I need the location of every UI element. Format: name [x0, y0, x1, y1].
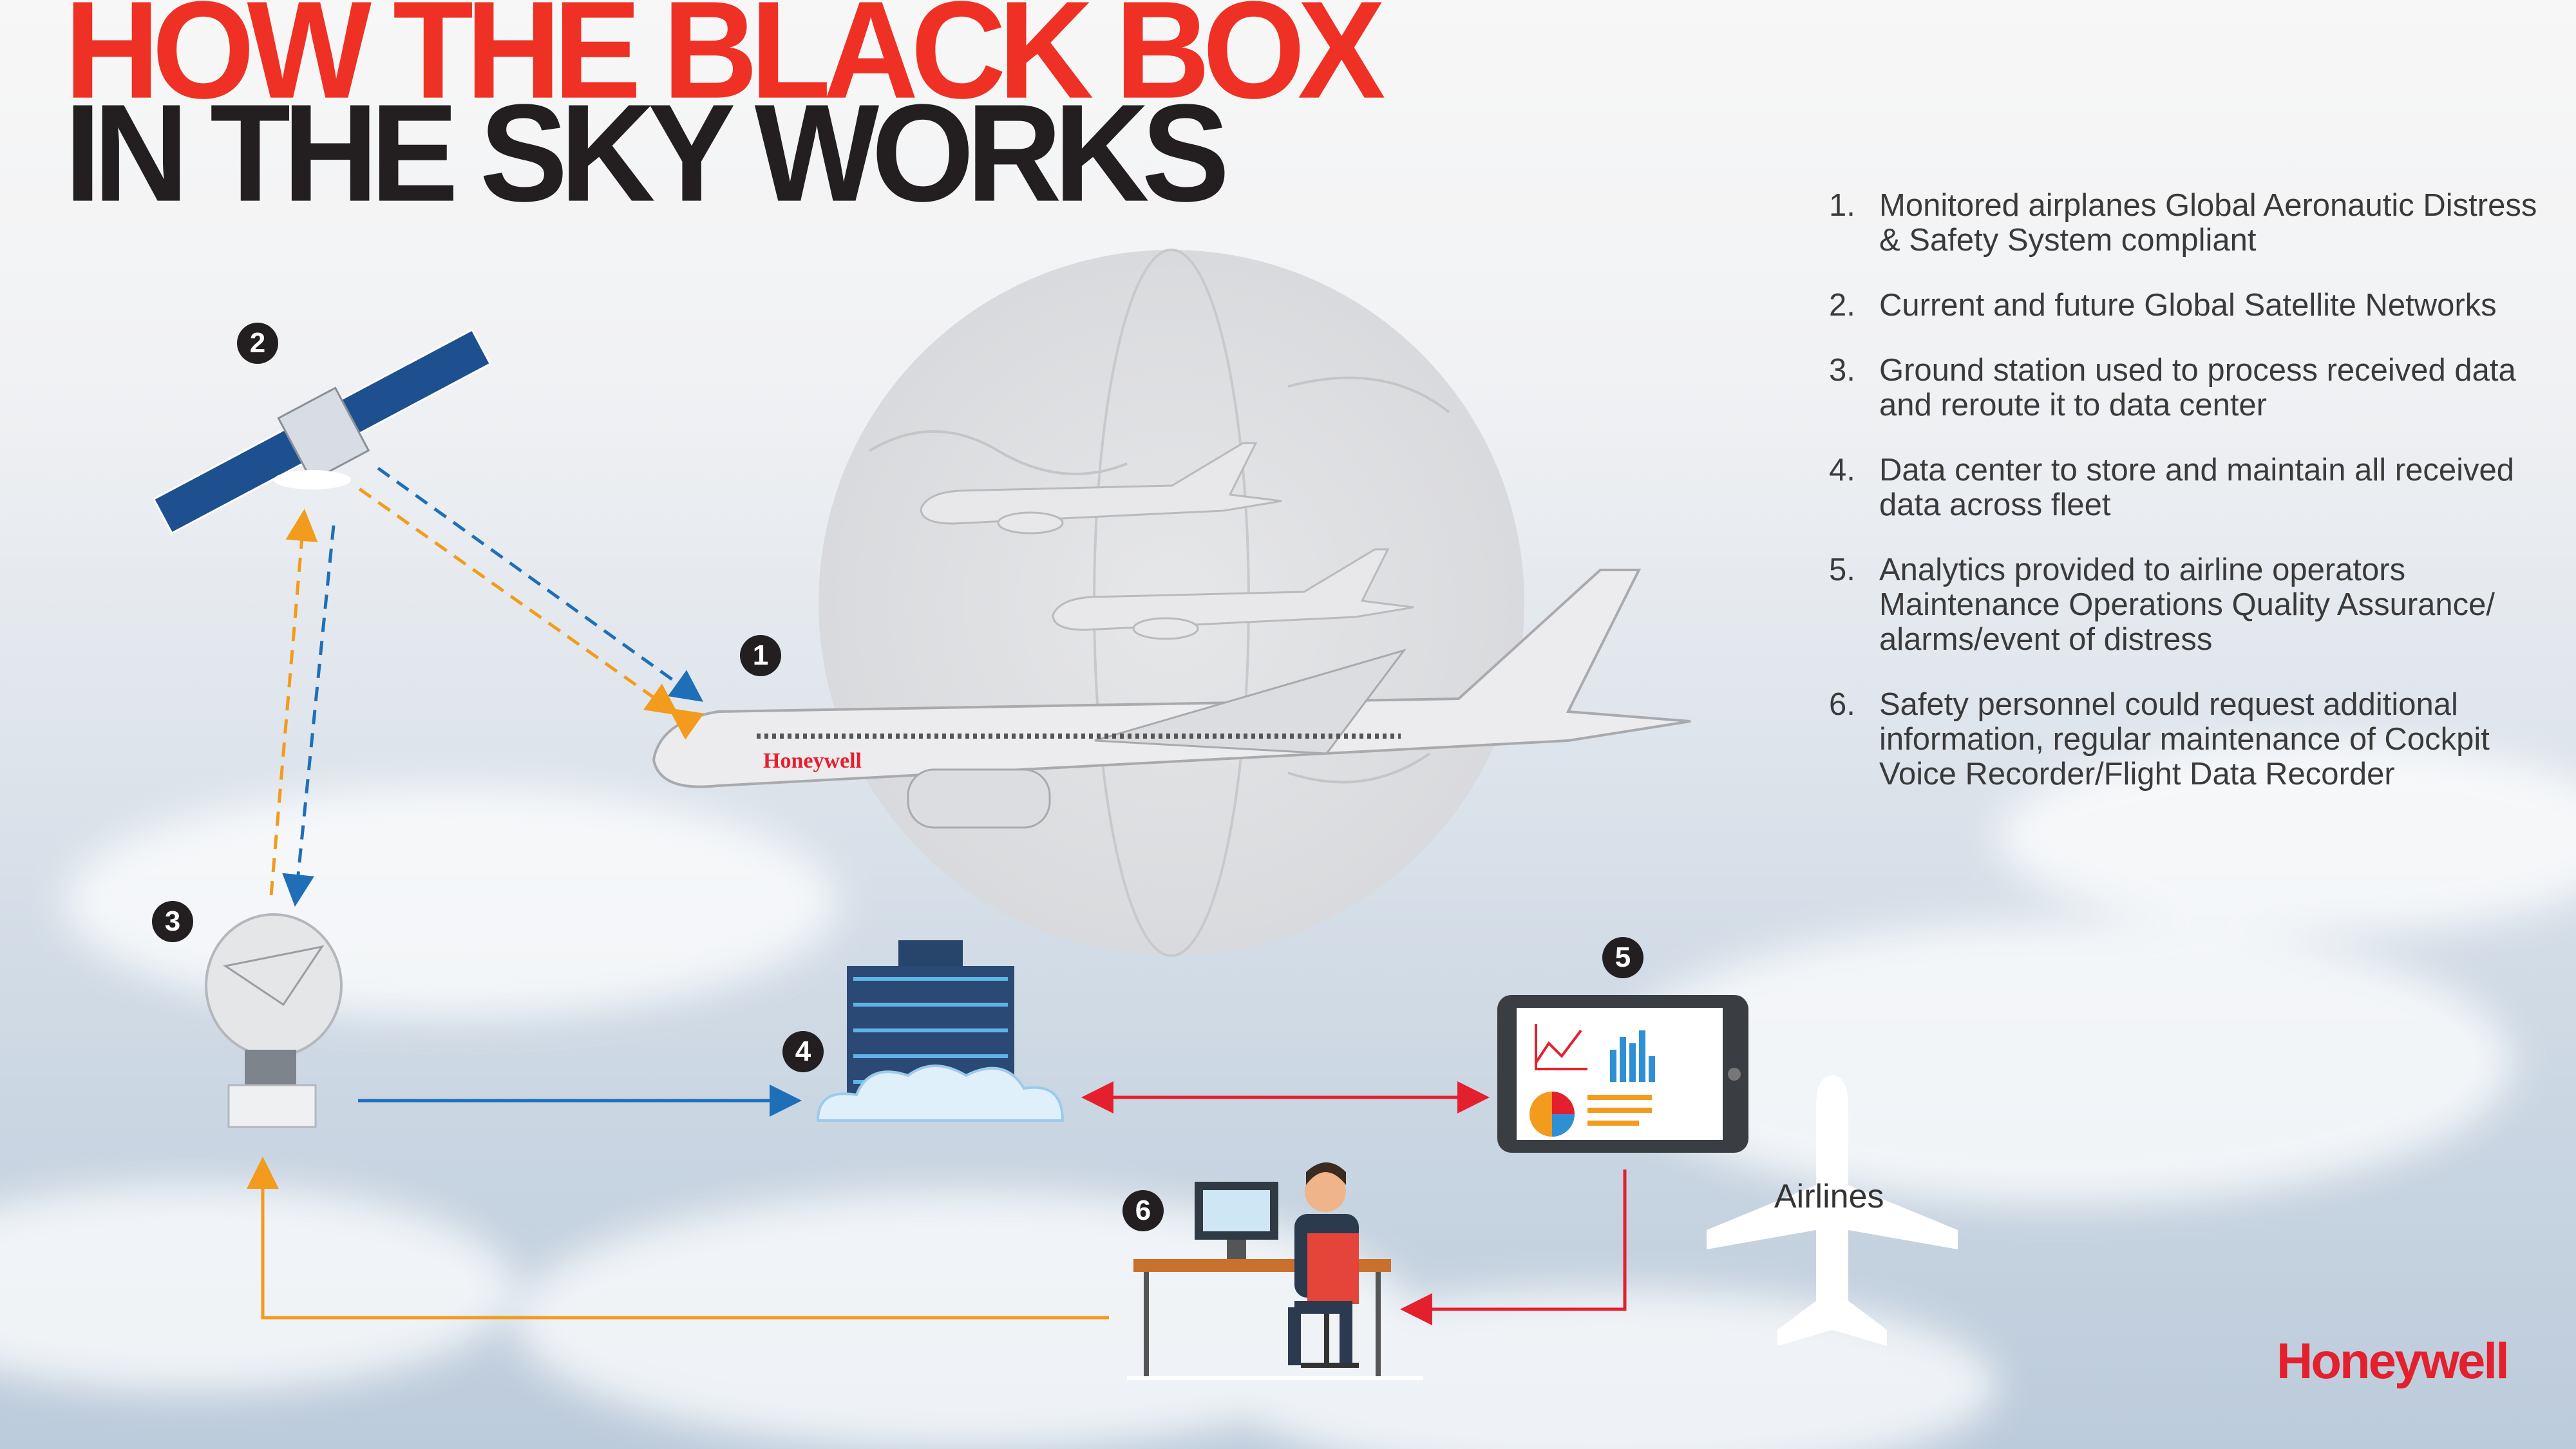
tablet-to-personnel	[1400, 1170, 1627, 1325]
badge-3: 3	[152, 901, 193, 942]
step-number: 5.	[1829, 553, 1855, 587]
step-text: Safety personnel could request additiona…	[1879, 687, 2490, 791]
step-number: 6.	[1829, 687, 1855, 722]
ground-station-dish-icon	[205, 913, 343, 1128]
plane-livery: Honeywell	[763, 749, 862, 773]
small-airplane-2	[1052, 548, 1414, 640]
step-item: 4. Data center to store and maintain all …	[1829, 453, 2550, 522]
airlines-plane-icon	[1707, 1075, 1958, 1346]
step-text: Current and future Global Satellite Netw…	[1879, 288, 2497, 323]
step-item: 5. Analytics provided to airline operator…	[1829, 553, 2550, 657]
step-item: 1. Monitored airplanes Global Aeronautic …	[1829, 188, 2550, 258]
step-item: 2. Current and future Global Satellite Ne…	[1829, 288, 2550, 323]
step-number: 2.	[1829, 288, 1855, 323]
plane-to-sat-orange	[352, 482, 705, 740]
sat-to-plane-blue	[377, 466, 704, 702]
title-line-1: HOW THE BLACK BOX	[64, 0, 1385, 128]
satellite-icon	[152, 328, 492, 535]
step-text: Analytics provided to airline operators …	[1879, 553, 2496, 657]
personnel-to-station	[247, 1157, 1109, 1320]
step-text: Monitored airplanes Global Aeronautic Di…	[1879, 188, 2537, 258]
small-airplane-1	[920, 442, 1282, 535]
data-center-icon	[816, 940, 1065, 1122]
honeywell-logo: Honeywell	[2277, 1332, 2510, 1389]
safety-personnel-desk-icon	[1127, 1162, 1423, 1380]
badge-1: 1	[740, 635, 781, 676]
airlines-label: Airlines	[1774, 1178, 1884, 1215]
step-item: 6. Safety personnel could request additio…	[1829, 687, 2550, 791]
step-text: Ground station used to process received …	[1879, 353, 2516, 422]
station-to-sat-orange	[269, 509, 318, 896]
step-text: Data center to store and maintain all re…	[1879, 453, 2514, 522]
badge-5: 5	[1602, 937, 1643, 978]
title-line-2: IN THE SKY WORKS	[64, 75, 1229, 231]
step-number: 4.	[1829, 453, 1855, 488]
steps-list: 1. Monitored airplanes Global Aeronautic …	[1829, 188, 2550, 822]
badge-6: 6	[1122, 1190, 1164, 1231]
badge-2: 2	[237, 323, 278, 364]
badge-4: 4	[782, 1031, 824, 1072]
step-number: 1.	[1829, 188, 1855, 223]
sat-to-station-blue	[282, 525, 336, 907]
connection-arrows	[247, 466, 1627, 1325]
analytics-tablet-icon	[1497, 995, 1748, 1153]
main-airplane: Honeywell	[652, 569, 1691, 829]
step-number: 3.	[1829, 353, 1855, 388]
step-item: 3. Ground station used to process receive…	[1829, 353, 2550, 422]
